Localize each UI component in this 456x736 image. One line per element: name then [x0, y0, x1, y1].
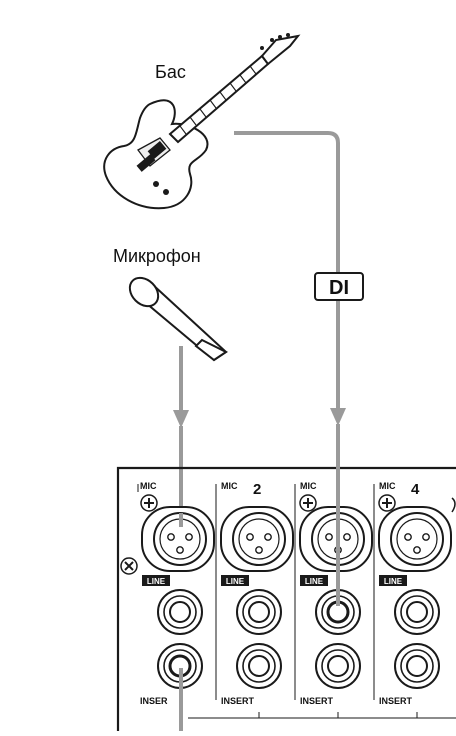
screw-x-icon	[120, 557, 138, 575]
svg-text:LINE: LINE	[226, 577, 245, 586]
screw-icon	[378, 494, 396, 512]
line-badge	[300, 575, 328, 586]
di-arrow-icon	[330, 408, 346, 426]
insert-label: INSERT	[300, 696, 334, 706]
xlr-input-ch4[interactable]	[378, 506, 452, 572]
cable-lines	[179, 131, 340, 731]
xlr-input-ch1[interactable]	[141, 506, 215, 572]
di-box: DI	[314, 272, 364, 301]
channel-1: MIC LINE	[120, 481, 215, 706]
mic-label: MIC	[300, 481, 317, 491]
microphone-icon	[128, 276, 228, 362]
insert-label: INSERT	[221, 696, 255, 706]
bass-label: Бас	[155, 62, 186, 82]
di-label: DI	[329, 277, 349, 299]
mic-arrow-icon	[173, 410, 189, 428]
mic-label: MIC	[379, 481, 396, 491]
insert-jack-ch2[interactable]	[236, 643, 282, 689]
line-jack-ch1[interactable]	[157, 589, 203, 635]
line-jack-ch2[interactable]	[236, 589, 282, 635]
svg-text:LINE: LINE	[147, 577, 166, 586]
mixer-panel: MIC LINE	[116, 466, 456, 731]
channel-2: MIC 2 LINE INSERT	[220, 481, 294, 706]
xlr-input-ch2[interactable]	[220, 506, 294, 572]
channel-number: 4	[411, 481, 420, 498]
mic-label: MIC	[140, 481, 157, 491]
line-badge	[221, 575, 249, 586]
insert-jack-ch1[interactable]	[157, 643, 203, 689]
insert-label: INSER	[140, 696, 168, 706]
insert-label: INSERT	[379, 696, 413, 706]
insert-jack-ch4[interactable]	[394, 643, 440, 689]
line-jack-ch4[interactable]	[394, 589, 440, 635]
channel-number: 2	[253, 481, 261, 498]
bass-guitar-icon	[103, 33, 301, 210]
plugged-cables	[179, 460, 340, 731]
svg-text:LINE: LINE	[305, 577, 324, 586]
microphone-label: Микрофон	[113, 246, 201, 266]
channel-4: MIC 4 LINE	[378, 481, 456, 706]
line-badge	[379, 575, 407, 586]
insert-jack-ch3[interactable]	[315, 643, 361, 689]
line-badge	[142, 575, 170, 586]
partial-screw-icon	[451, 497, 456, 513]
arrow-icons	[173, 408, 346, 428]
screw-icon	[140, 494, 158, 512]
screw-icon	[299, 494, 317, 512]
mic-label: MIC	[221, 481, 238, 491]
svg-text:LINE: LINE	[384, 577, 403, 586]
